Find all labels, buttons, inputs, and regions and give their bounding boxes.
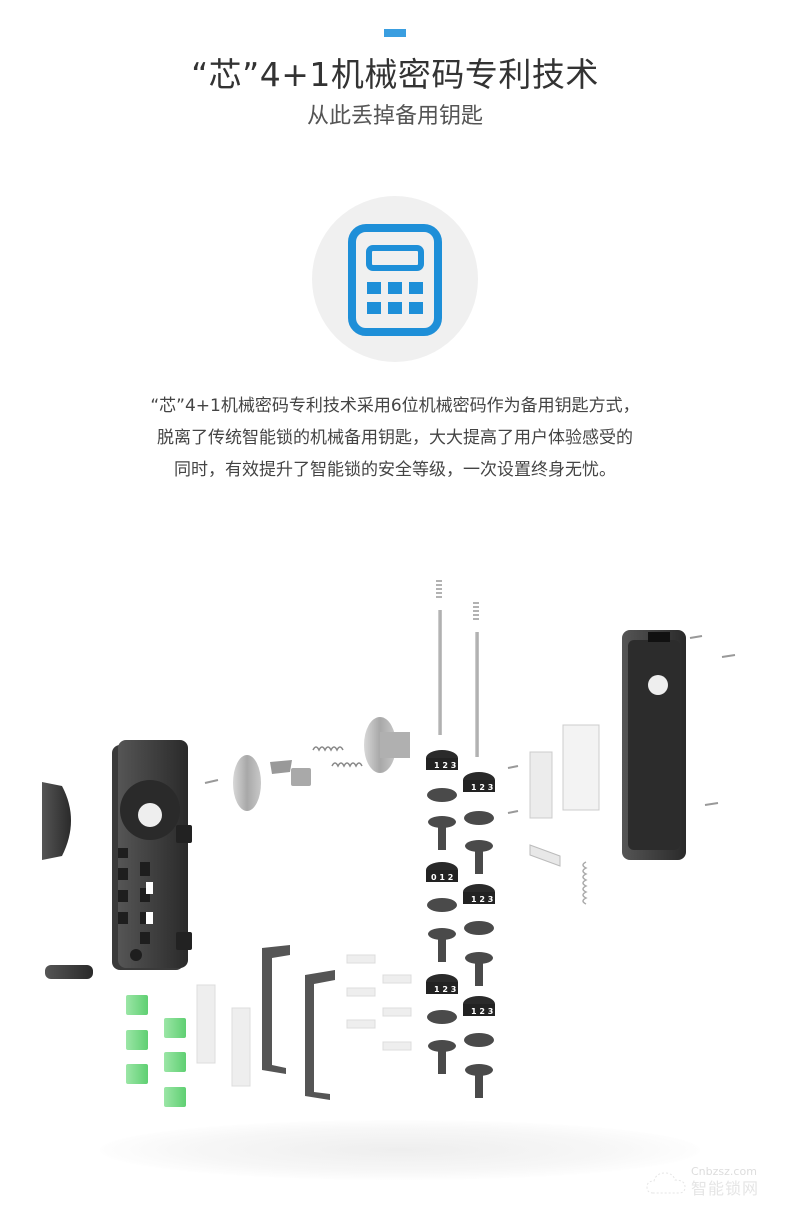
exploded-lock-diagram: 1 2 3 1 2 3 0 1 2 1 2 3 1 2 3 1 2 3 [42, 580, 736, 1107]
calculator-icon [348, 224, 442, 336]
floor-shadow [100, 1120, 700, 1180]
green-blocks [126, 995, 186, 1107]
svg-text:1 2 3: 1 2 3 [471, 895, 493, 904]
svg-text:1 2 3: 1 2 3 [471, 1007, 493, 1016]
screws [507, 635, 736, 814]
watermark-brand: 智能锁网 [691, 1179, 760, 1198]
shafts [436, 580, 479, 757]
cam-spindles [427, 788, 494, 1098]
front-housing [112, 740, 192, 970]
cloud-logo-icon [646, 1172, 686, 1194]
metal-clips [262, 945, 335, 1100]
description-line: 脱离了传统智能锁的机械备用钥匙，大大提高了用户体验感受的 [157, 428, 633, 448]
feature-icon-badge [312, 196, 478, 362]
dial-stack: 1 2 3 1 2 3 0 1 2 1 2 3 1 2 3 1 2 3 [426, 750, 495, 1016]
watermark: Cnbzsz.com 智能锁网 [645, 1165, 765, 1205]
svg-text:0 1 2: 0 1 2 [431, 873, 453, 882]
thumb-knob [42, 782, 71, 860]
description: “芯”4+1机械密码专利技术采用6位机械密码作为备用钥匙方式， 脱离了传统智能锁… [100, 390, 690, 486]
svg-text:1 2 3: 1 2 3 [434, 761, 456, 770]
page-subtitle: 从此丢掉备用钥匙 [306, 104, 483, 129]
drive-assembly [204, 717, 410, 811]
slide-brackets [529, 724, 600, 905]
white-spacers [196, 954, 412, 1087]
rear-housing [622, 630, 686, 860]
svg-text:1 2 3: 1 2 3 [471, 783, 493, 792]
page-title: “芯”4+1机械密码专利技术 [191, 55, 599, 94]
watermark-url: Cnbzsz.com [691, 1165, 757, 1178]
description-line: “芯”4+1机械密码专利技术采用6位机械密码作为备用钥匙方式， [150, 396, 640, 416]
cylinder-pin [45, 965, 93, 979]
accent-bar [384, 29, 406, 37]
description-line: 同时，有效提升了智能锁的安全等级，一次设置终身无忧。 [174, 460, 616, 480]
svg-text:1 2 3: 1 2 3 [434, 985, 456, 994]
